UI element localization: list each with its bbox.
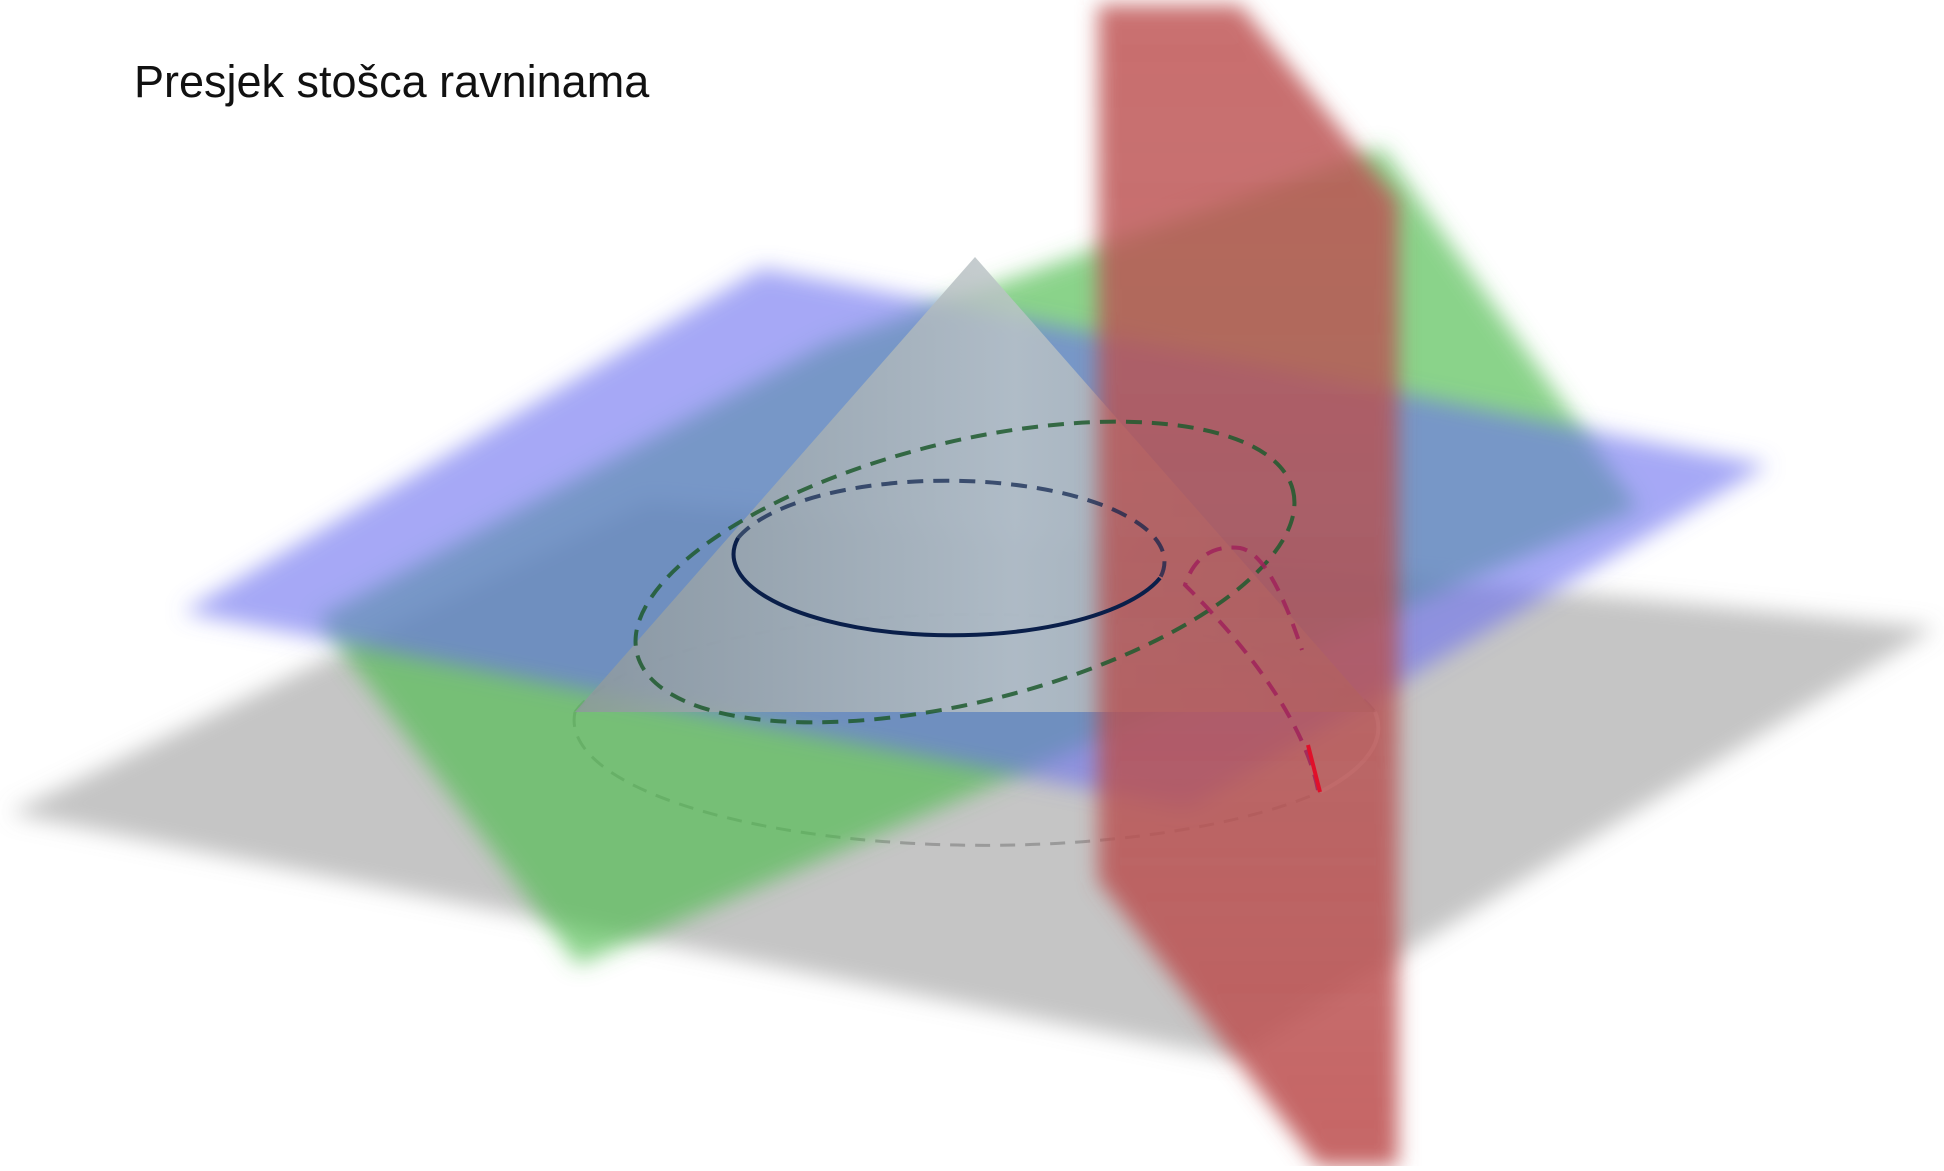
parabola-section (1182, 545, 1320, 791)
parabola-visible-segment (1306, 744, 1322, 793)
circle-section-hidden (736, 478, 1167, 579)
ellipse-section (633, 419, 1297, 725)
circle-section-visible (731, 537, 1162, 638)
red-plane (1098, 5, 1398, 1166)
diagram-title: Presjek stošca ravninama (134, 56, 650, 107)
